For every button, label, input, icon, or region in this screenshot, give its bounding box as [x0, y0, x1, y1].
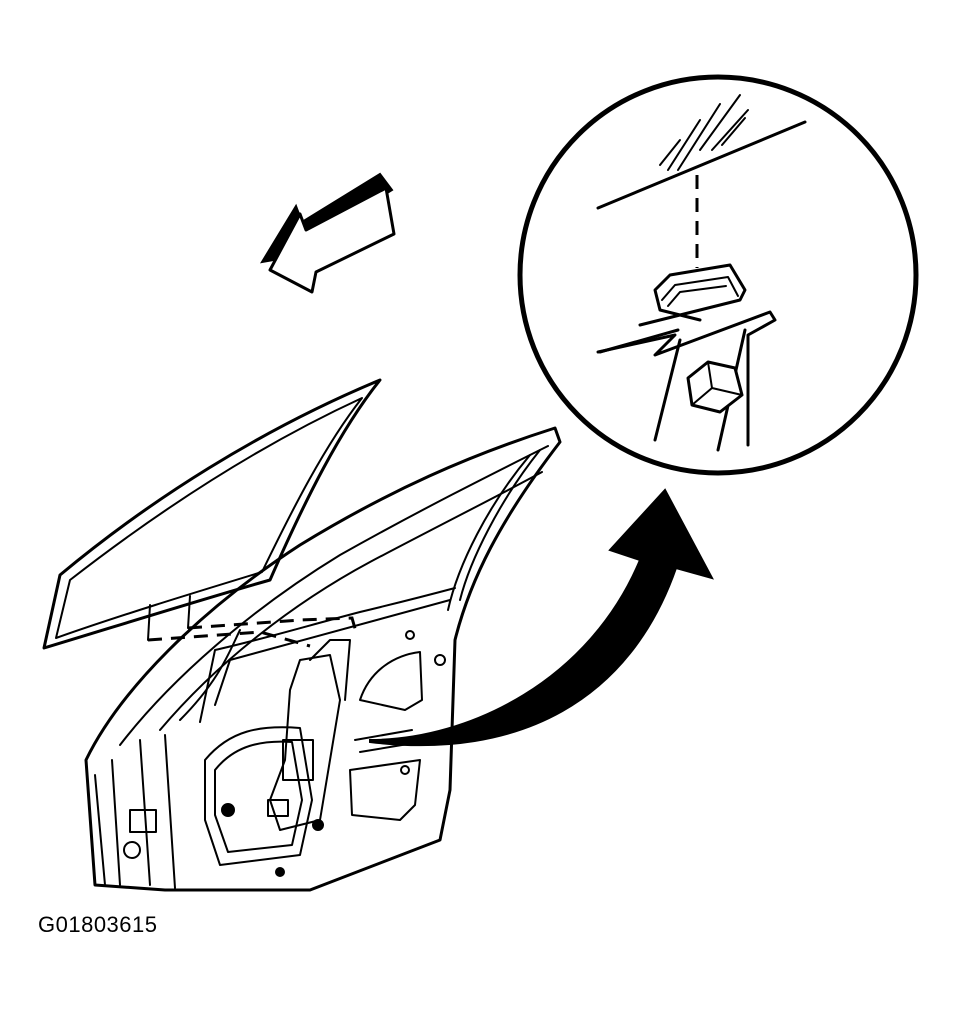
curved-arrow-icon	[369, 488, 714, 747]
left-arrow-icon	[260, 172, 396, 294]
figure-id-label: G01803615	[38, 912, 158, 937]
detail-callout-circle	[517, 74, 919, 476]
glass-alignment-lines	[147, 595, 358, 648]
window-glass	[42, 378, 382, 650]
door-frame	[84, 426, 562, 892]
